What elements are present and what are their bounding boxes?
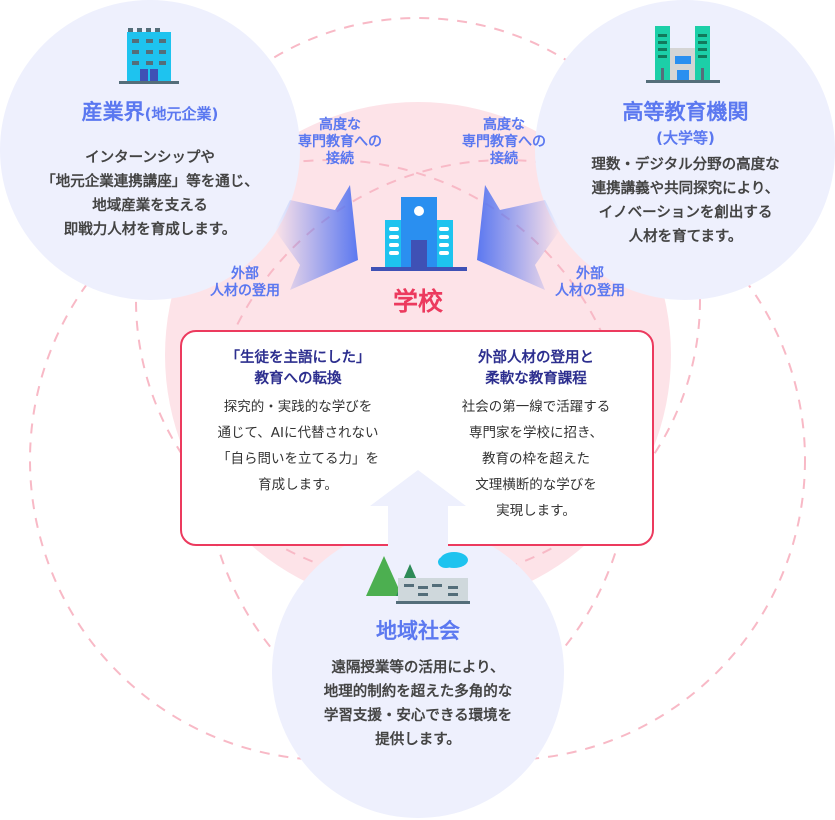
right-line: 社会の第一線で活躍する [461, 399, 611, 415]
left-line: 通じて、AIに代替されない [217, 425, 379, 441]
higher-ed-line: イノベーションを創出する [598, 205, 773, 221]
industry-block: 産業界(地元企業) インターンシップや 「地元企業連携講座」等を通じ、 地域産業… [0, 97, 300, 242]
higher-ed-circle [535, 0, 835, 300]
university-icon [646, 26, 720, 83]
flow-line: 人材の登用 [555, 283, 625, 299]
community-line: 学習支援・安心できる環境を [323, 708, 513, 724]
school-title: 学校 [392, 287, 443, 316]
industry-circle [0, 0, 300, 300]
community-line: 遠隔授業等の活用により、 [331, 660, 505, 676]
flow-line: 専門教育への [298, 134, 382, 150]
office-building-icon [119, 28, 179, 84]
school-left-column: 「生徒を主語にした」教育への転換 探究的・実践的な学びを 通じて、AIに代替され… [182, 348, 414, 498]
higher-ed-title: 高等教育機関 [622, 100, 749, 124]
higher-ed-line: 連携講義や共同探究により、 [591, 181, 780, 197]
right-flow-arrow [477, 185, 560, 290]
higher-ed-block: 高等教育機関 (大学等) 理数・デジタル分野の高度な 連携講義や共同探究により、… [548, 97, 823, 249]
flow-line: 高度な [483, 117, 525, 133]
left-heading: 「生徒を主語にした」 [225, 350, 371, 366]
left-line: 育成します。 [258, 477, 338, 493]
left-line: 探究的・実践的な学びを [223, 399, 373, 415]
left-line: 「自ら問いを立てる力」を [217, 451, 379, 467]
school-right-column: 外部人材の登用と柔軟な教育課程 社会の第一線で活躍する 専門家を学校に招き、 教… [420, 348, 652, 524]
industry-title: 産業界 [81, 100, 145, 124]
left-flow-arrow [275, 185, 358, 290]
community-block: 地域社会 遠隔授業等の活用により、 地理的制約を超えた多角的な 学習支援・安心で… [278, 616, 558, 752]
community-line: 地理的制約を超えた多角的な [323, 684, 513, 700]
industry-line: 即戦力人材を育成します。 [63, 222, 237, 238]
flow-label-right-up: 高度な 専門教育への 接続 [444, 117, 564, 168]
community-circle [272, 526, 564, 818]
flow-line: 接続 [326, 151, 354, 167]
industry-line: 「地元企業連携講座」等を通じ、 [41, 174, 259, 190]
higher-ed-line: 理数・デジタル分野の高度な [591, 157, 780, 173]
flow-line: 専門教育への [462, 134, 546, 150]
right-line: 教育の枠を超えた [482, 451, 590, 467]
industry-subtitle: (地元企業) [144, 105, 219, 123]
higher-ed-subtitle: (大学等) [656, 129, 715, 147]
right-line: 実現します。 [496, 503, 576, 519]
industry-line: 地域産業を支える [92, 198, 208, 214]
flow-line: 外部 [576, 266, 604, 282]
flow-line: 接続 [490, 151, 518, 167]
flow-label-left-down: 外部 人材の登用 [185, 266, 305, 300]
left-heading: 教育への転換 [254, 371, 342, 387]
up-arrow-icon [370, 470, 466, 548]
industry-line: インターンシップや [85, 150, 215, 166]
right-heading: 外部人材の登用と [478, 350, 594, 366]
school-detail-box: 「生徒を主語にした」教育への転換 探究的・実践的な学びを 通じて、AIに代替され… [180, 330, 654, 546]
flow-line: 外部 [231, 266, 259, 282]
flow-line: 人材の登用 [210, 283, 280, 299]
community-title: 地域社会 [376, 619, 460, 643]
flow-label-right-down: 外部 人材の登用 [530, 266, 650, 300]
community-line: 提供します。 [375, 732, 461, 748]
higher-ed-line: 人材を育てます。 [628, 229, 743, 245]
right-heading: 柔軟な教育課程 [485, 371, 587, 387]
right-line: 専門家を学校に招き、 [468, 425, 604, 441]
flow-line: 高度な [319, 117, 361, 133]
right-line: 文理横断的な学びを [475, 477, 597, 493]
school-icon [371, 197, 467, 271]
flow-label-left-up: 高度な 専門教育への 接続 [280, 117, 400, 168]
town-icon [366, 552, 470, 604]
